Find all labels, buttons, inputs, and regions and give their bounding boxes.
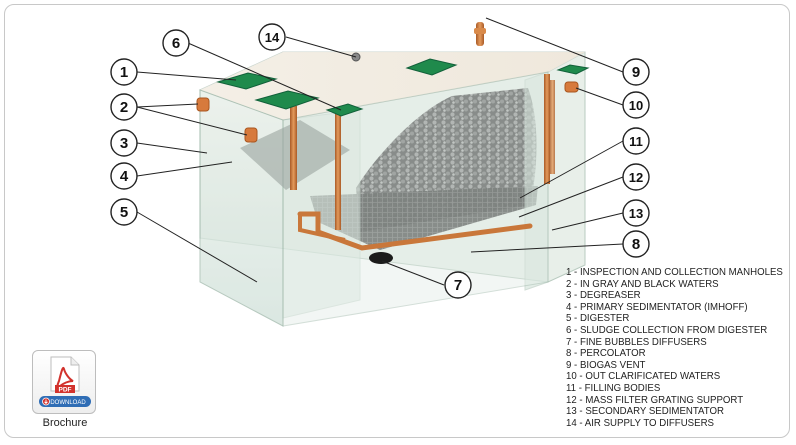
legend-item: 13 - SECONDARY SEDIMENTATOR bbox=[566, 405, 724, 418]
svg-text:10: 10 bbox=[629, 98, 643, 113]
outlet-nozzle bbox=[564, 81, 579, 93]
svg-text:13: 13 bbox=[629, 206, 643, 221]
legend-item: 4 - PRIMARY SEDIMENTATOR (IMHOFF) bbox=[566, 300, 748, 313]
tank-body bbox=[198, 51, 586, 327]
nozzles bbox=[196, 81, 579, 143]
svg-text:5: 5 bbox=[120, 204, 128, 221]
legend-item: 2 - IN GRAY AND BLACK WATERS bbox=[566, 277, 719, 290]
manhole-1 bbox=[216, 72, 278, 90]
legend-item: 6 - SLUDGE COLLECTION FROM DIGESTER bbox=[566, 323, 768, 336]
callout-3: 3 bbox=[110, 129, 138, 157]
legend-item: 8 - PERCOLATOR bbox=[566, 347, 646, 360]
legend-item: 14 - AIR SUPPLY TO DIFFUSERS bbox=[566, 416, 714, 429]
callout-2: 2 bbox=[110, 93, 138, 121]
legend-item: 10 - OUT CLARIFICATED WATERS bbox=[566, 370, 721, 383]
legend-item: 5 - DIGESTER bbox=[566, 312, 630, 325]
callout-12: 12 bbox=[622, 163, 650, 191]
legend-item: 1 - INSPECTION AND COLLECTION MANHOLES bbox=[566, 266, 783, 278]
outlet-pipe-vertical bbox=[544, 74, 550, 184]
callout-5: 5 bbox=[110, 198, 138, 226]
svg-text:3: 3 bbox=[120, 135, 128, 152]
svg-text:12: 12 bbox=[629, 170, 643, 185]
leader-lines bbox=[136, 17, 624, 286]
manhole-2 bbox=[254, 90, 320, 110]
sludge-pipe-vertical bbox=[290, 106, 297, 190]
manholes bbox=[216, 58, 590, 117]
legend-item: 11 - FILLING BODIES bbox=[566, 381, 661, 394]
callout-6: 6 bbox=[162, 29, 190, 57]
pdf-download-button[interactable]: PDF DOWNLOAD bbox=[32, 350, 96, 414]
brochure-download-link[interactable]: PDF DOWNLOAD Brochure bbox=[28, 350, 102, 430]
pdf-label: PDF bbox=[59, 387, 72, 394]
svg-text:9: 9 bbox=[632, 64, 640, 81]
filter-grating bbox=[310, 186, 538, 250]
brochure-caption[interactable]: Brochure bbox=[42, 417, 88, 429]
callout-4: 4 bbox=[110, 162, 138, 190]
svg-text:2: 2 bbox=[120, 99, 128, 116]
pdf-file-icon: PDF DOWNLOAD bbox=[39, 356, 91, 407]
callout-7: 7 bbox=[444, 271, 472, 299]
callout-14: 14 bbox=[258, 23, 286, 51]
diffuser-branch bbox=[298, 214, 346, 242]
manhole-5 bbox=[556, 64, 590, 75]
svg-text:1: 1 bbox=[120, 64, 128, 81]
partition-wall-2 bbox=[524, 71, 549, 291]
legend-item: 7 - FINE BUBBLES DIFFUSERS bbox=[566, 335, 707, 348]
biogas-pipe-vertical bbox=[550, 80, 555, 174]
tank-front-left bbox=[199, 89, 284, 327]
callout-9: 9 bbox=[622, 58, 650, 86]
manhole-4 bbox=[405, 58, 458, 76]
pipework bbox=[290, 22, 555, 264]
download-label: DOWNLOAD bbox=[50, 400, 86, 406]
callout-1: 1 bbox=[110, 58, 138, 86]
legend-item: 3 - DEGREASER bbox=[566, 289, 641, 302]
manhole-3 bbox=[325, 103, 364, 117]
svg-text:8: 8 bbox=[632, 236, 640, 253]
fine-bubble-diffuser bbox=[369, 252, 393, 264]
callout-markers: 1 2 3 4 5 6 7 8 9 10 11 12 13 14 bbox=[110, 23, 650, 299]
svg-text:14: 14 bbox=[265, 30, 280, 45]
callout-10: 10 bbox=[622, 91, 650, 119]
svg-text:7: 7 bbox=[454, 277, 462, 294]
biogas-vent-cap bbox=[474, 28, 486, 34]
svg-text:6: 6 bbox=[172, 35, 180, 52]
callout-8: 8 bbox=[622, 230, 650, 258]
svg-text:4: 4 bbox=[120, 168, 129, 185]
legend-item: 9 - BIOGAS VENT bbox=[566, 358, 646, 371]
legend-list: 1 - INSPECTION AND COLLECTION MANHOLES 2… bbox=[566, 266, 783, 429]
inlet-nozzle-1 bbox=[196, 97, 210, 112]
svg-text:11: 11 bbox=[629, 134, 643, 149]
tank-front-right bbox=[282, 71, 549, 327]
callout-13: 13 bbox=[622, 199, 650, 227]
legend-item: 12 - MASS FILTER GRATING SUPPORT bbox=[566, 393, 744, 406]
callout-11: 11 bbox=[622, 127, 650, 155]
air-pipe-vertical bbox=[335, 110, 341, 230]
